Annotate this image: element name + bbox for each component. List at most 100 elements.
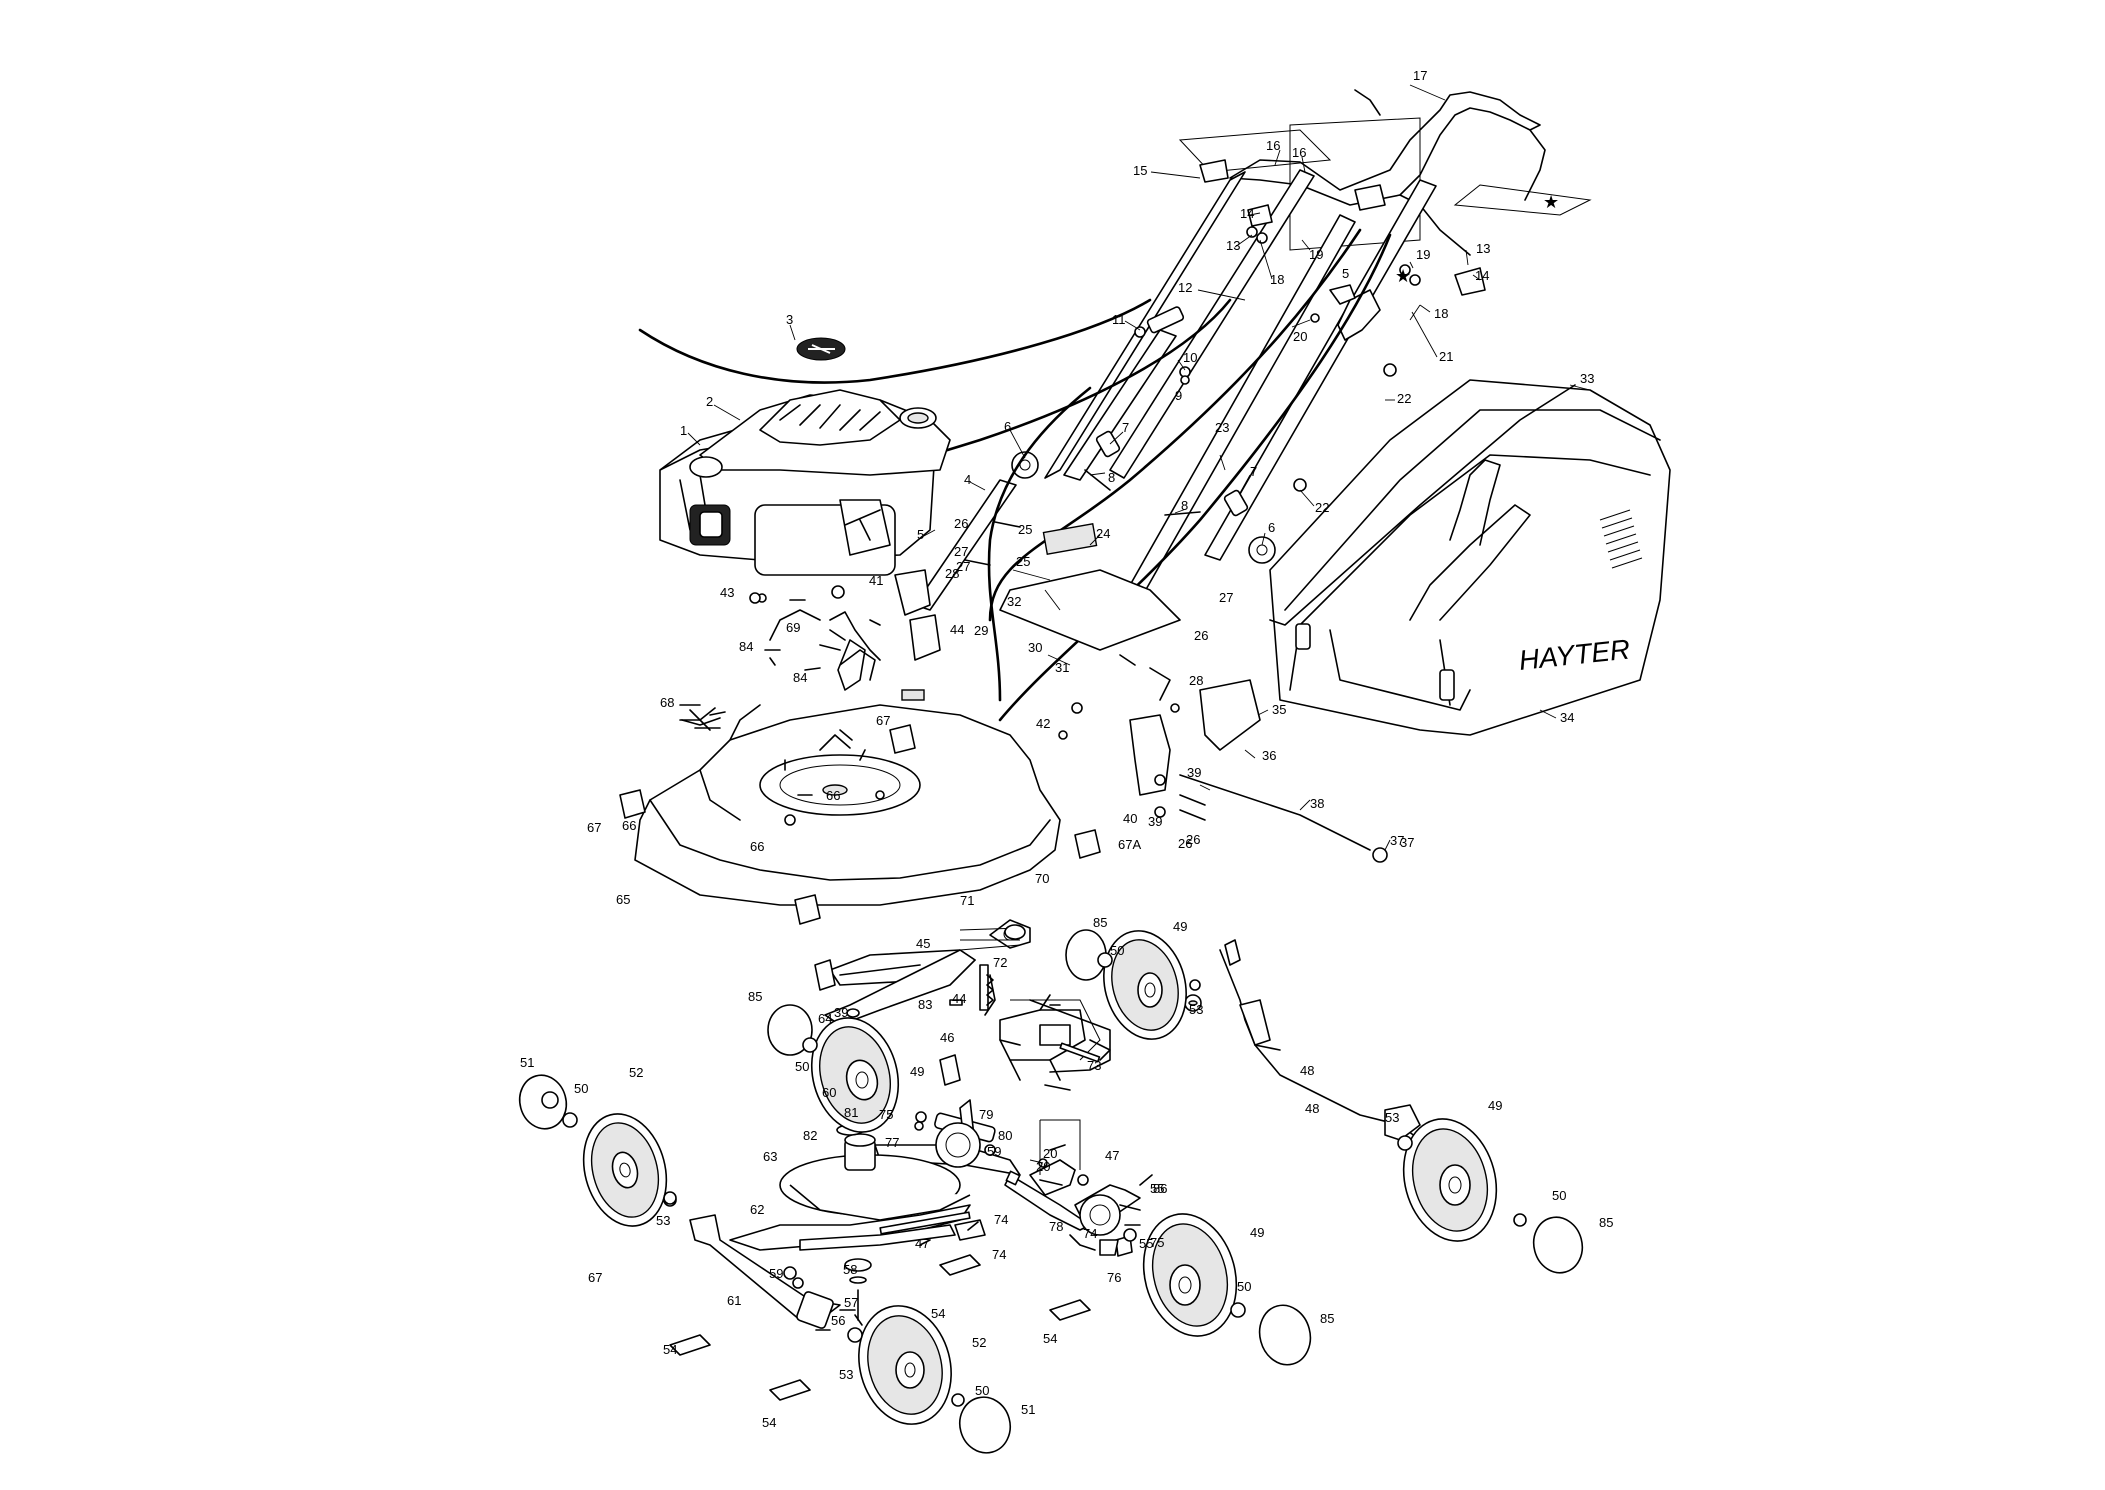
part-number-callout: 48 [1300,1063,1314,1078]
part-number-callout: 9 [1175,388,1182,403]
part-number-callout: 50 [1237,1279,1251,1294]
part-number-callout: 37 [1390,833,1404,848]
part-number-callout: 66 [750,839,764,854]
part-number-callout: 65 [616,892,630,907]
part-number-callout: 14 [1240,206,1254,221]
part-number-callout: 23 [1215,420,1229,435]
part-number-callout: 6 [1268,520,1275,535]
part-number-callout: 6 [1004,419,1011,434]
part-number-callout: 76 [1107,1270,1121,1285]
part-number-callout: 27 [1219,590,1233,605]
part-number-callout: 70 [1035,871,1049,886]
part-number-callout: 73 [1087,1058,1101,1073]
mower-deck [619,704,1101,925]
part-number-callout: 20 [1293,329,1307,344]
part-number-callout: 16 [1292,145,1306,160]
part-number-callout: 49 [1250,1225,1264,1240]
part-number-callout: 26 [1194,628,1208,643]
vent-pattern [1599,509,1643,569]
part-number-callout: 52 [972,1335,986,1350]
grass-collector-box: HAYTER [1269,379,1671,736]
drive-transmission [814,919,1153,1257]
part-number-callout: 19 [1309,247,1323,262]
part-number-callout: 42 [1036,716,1050,731]
engine-assembly [659,337,951,576]
part-number-callout: 18 [1270,272,1284,287]
part-number-callout: 48 [1305,1101,1319,1116]
part-number-callout: 67 [587,820,601,835]
part-number-callout: 74 [992,1247,1006,1262]
part-number-callout: 27 [956,559,970,574]
part-number-callout: 50 [574,1081,588,1096]
part-number-callout: 85 [1320,1311,1334,1326]
star-marker-icon: ★ [1543,192,1559,212]
part-number-callout: 22 [1315,500,1329,515]
part-number-callout: 49 [1173,919,1187,934]
part-number-callout: 13 [1476,241,1490,256]
part-number-callout: 59 [769,1266,783,1281]
part-number-callout: 60 [822,1085,836,1100]
blade-feet [669,1254,1091,1401]
part-number-callout: 67 [588,1270,602,1285]
part-number-callout: 28 [1189,673,1203,688]
part-number-callout: 83 [918,997,932,1012]
part-number-callout: 26 [954,516,968,531]
part-number-callout: 3 [786,312,793,327]
part-number-callout: 39 [834,1005,848,1020]
part-number-callout: 2 [706,394,713,409]
part-number-callout: 19 [1416,247,1430,262]
part-number-callout: 85 [1093,915,1107,930]
part-number-callout: 27 [954,544,968,559]
part-number-callout: 8 [1108,470,1115,485]
part-number-callout: 53 [839,1367,853,1382]
part-number-callout: 51 [520,1055,534,1070]
part-number-callout: 67A [1118,837,1141,852]
part-number-callout: 1 [680,423,687,438]
callout-leader-lines [687,84,1591,1164]
part-number-callout: 85 [1599,1215,1613,1230]
part-number-callout: 33 [1580,371,1594,386]
part-number-callout: 18 [1434,306,1448,321]
part-number-callout: 51 [1021,1402,1035,1417]
part-number-callout: 47 [1105,1148,1119,1163]
part-number-callout: 47 [915,1236,929,1251]
part-number-callout: 66 [622,818,636,833]
part-number-callout: 63 [763,1149,777,1164]
part-number-callout: 25 [1018,522,1032,537]
part-number-callout: 50 [795,1059,809,1074]
part-number-callout: 50 [1110,943,1124,958]
part-number-callout: 54 [931,1306,945,1321]
part-number-callout: 5 [1342,266,1349,281]
part-number-callout: 86 [1153,1181,1167,1196]
part-number-callout: 74 [1083,1226,1097,1241]
part-number-callout: 57 [844,1295,858,1310]
part-number-callout: 66 [826,788,840,803]
part-number-callout: 4 [964,472,971,487]
part-number-callout: 67 [876,713,890,728]
part-number-callout: 49 [1488,1098,1502,1113]
part-number-callout: 64 [818,1011,832,1026]
part-number-callout: 55 [1139,1236,1153,1251]
part-number-callout: 58 [843,1262,857,1277]
part-number-callout: 50 [975,1383,989,1398]
part-number-callout: 56 [831,1313,845,1328]
part-number-callout: 85 [748,989,762,1004]
part-number-callout: 21 [1439,349,1453,364]
part-number-callout: 29 [974,623,988,638]
part-number-callout: 80 [998,1128,1012,1143]
part-number-callout: 31 [1055,660,1069,675]
part-number-callout: 7 [1250,464,1257,479]
part-number-callout: 25 [1016,554,1030,569]
part-number-callout: 24 [1096,526,1110,541]
part-number-callout: 7 [1122,420,1129,435]
part-number-callout: 26 [1186,832,1200,847]
part-number-callout: 36 [1262,748,1276,763]
part-number-callout: 11 [1112,312,1126,327]
part-number-callout: 78 [1049,1219,1063,1234]
part-number-callout: 46 [940,1030,954,1045]
part-number-callout: 54 [1043,1331,1057,1346]
part-number-callout: 44 [952,991,966,1006]
part-number-callout: 20 [1043,1146,1057,1161]
